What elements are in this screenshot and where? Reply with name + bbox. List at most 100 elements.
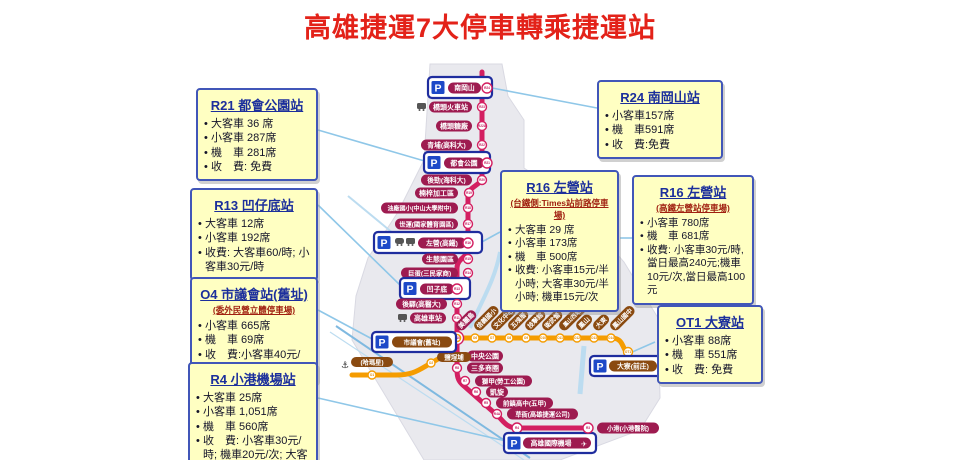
airplane-icon: ✈ (581, 442, 587, 449)
svg-text:R3: R3 (586, 426, 590, 430)
callout-line: 收 費:免費 (605, 138, 715, 153)
callout-line: 收 費: 小客車30元/時; 機車20元/次; 大客車50元/時 (196, 434, 310, 460)
station-label: 獅甲(勞工公園) (481, 376, 525, 385)
callout-line: 大客車 29 席 (508, 224, 611, 238)
station-label: 凹子底 (427, 285, 448, 294)
station-label: 凱旋 (490, 388, 505, 397)
station-label: 橋頭火車站 (433, 103, 468, 112)
svg-text:R22A: R22A (478, 124, 487, 128)
connector-r24 (491, 87, 598, 109)
callout-line: 收 費: 免費 (665, 363, 755, 378)
svg-text:P: P (434, 83, 441, 95)
connector-r21 (317, 129, 429, 163)
page-title: 高雄捷運7大停車轉乘捷運站 (303, 13, 656, 43)
callout-line: 收費: 大客車60/時; 小客車30元/時 (198, 246, 310, 275)
station-label: 草衙(高雄捷運公司) (515, 409, 570, 418)
callout-line: 收 費: 免費 (204, 160, 310, 175)
station-label: 後勁(海科大) (427, 176, 466, 185)
station-kaohsiung-airport: R4 P 高雄國際機場 ✈ (502, 422, 598, 455)
callout-lines: 小客車 88席 機 車 551席 收 費: 免費 (665, 334, 755, 377)
callout-line: 機 車 681席 (640, 230, 746, 244)
station-label: 高雄車站 (414, 314, 442, 323)
station-houyi: 後驛(高醫大) R12 (396, 298, 463, 310)
station-oil-refinery-elementary: 油廠國小(中山大學附中) R18 (381, 202, 474, 214)
park-and-ride-icon: P (430, 80, 446, 95)
station-kaisyuan: R6 凱旋 (470, 386, 508, 398)
callout-lines: 大客車 29 席 小客車 173席 機 車 500席 收費: 小客車15元/半小… (508, 224, 611, 305)
tra-train-icon (406, 238, 415, 246)
svg-text:O1: O1 (370, 373, 374, 377)
svg-text:O11: O11 (557, 336, 563, 340)
svg-text:R23: R23 (479, 105, 485, 109)
station-label: 青埔(高科大) (427, 141, 466, 150)
svg-text:P: P (406, 284, 413, 296)
station-metropolitan-park: P 都會公園 R21 (422, 150, 493, 175)
callout-subtitle: (委外民營立體停車場) (212, 305, 296, 315)
callout-title: O4 市議會站(舊址) (200, 287, 308, 302)
station-label: 油廠國小(中山大學附中) (388, 204, 452, 212)
callout-line: 大客車 12席 (198, 217, 310, 232)
svg-text:R15: R15 (465, 257, 471, 261)
station-label: 左營(高鐵) (425, 239, 458, 248)
svg-text:O7: O7 (490, 336, 494, 340)
park-and-ride-icon: P (506, 435, 522, 451)
callout-line: 小客車 287席 (204, 131, 310, 146)
svg-text:R6: R6 (474, 390, 478, 394)
station-siaogang: R3 小港(小港醫院) (582, 422, 659, 434)
station-aozihdi: P 凹子底 R13 (398, 276, 472, 301)
svg-text:R13: R13 (454, 287, 460, 291)
station-qiaotou-sugar: 橋頭糖廠 R22A (436, 120, 488, 132)
callout-line: 小客車 173席 (508, 237, 611, 251)
svg-text:P: P (380, 238, 387, 250)
callout-lines: 大客車 36 席 小客車 287席 機 車 281席 收 費: 免費 (204, 117, 310, 174)
callout-line: 收費: 小客車15元/半小時; 大客車30元/半小時; 機車15元/次 (508, 264, 611, 304)
station-label: 橋頭糖廠 (440, 122, 469, 131)
svg-text:R21: R21 (484, 161, 490, 165)
train-icon (398, 314, 407, 322)
connector-ot1 (629, 341, 656, 354)
callout-line: 機 車 500席 (508, 251, 611, 265)
callout-line: 機 車 69席 (198, 333, 310, 348)
callout-title: R4 小港機場站 (210, 372, 296, 387)
callout-title: R21 都會公園站 (210, 98, 304, 113)
station-shihjia: R7 獅甲(勞工公園) (459, 375, 532, 387)
svg-text:OT1: OT1 (625, 350, 631, 354)
station-sanduo: R8 三多商圈 (451, 362, 503, 374)
park-and-ride-icon: P (402, 281, 418, 296)
callout-r16-hsr: R16 左營站 (高鐵左營站停車場) 小客車 780席 機 車 681席 收費:… (632, 175, 754, 305)
svg-text:R18: R18 (465, 206, 471, 210)
svg-text:P: P (510, 438, 517, 450)
svg-text:O13: O13 (591, 336, 597, 340)
station-houjing: 後勁(海科大) R20 (421, 174, 488, 186)
svg-text:R10: R10 (454, 336, 460, 340)
svg-text:O9: O9 (524, 336, 528, 340)
station-label: 都會公園 (449, 159, 477, 168)
svg-text:R24: R24 (484, 86, 490, 90)
callout-r21: R21 都會公園站 大客車 36 席 小客車 287席 機 車 281席 收 費… (196, 88, 318, 182)
callout-lines: 大客車 12席 小客車 192席 收費: 大客車60/時; 小客車30元/時 (198, 217, 310, 274)
station-label: 高雄國際機場 (531, 439, 572, 448)
station-hamasen: ⚓ (哈瑪星) O1 (341, 357, 393, 380)
svg-text:R5: R5 (484, 401, 488, 405)
callout-title: OT1 大寮站 (676, 315, 744, 330)
callout-line: 小客車157席 (605, 109, 715, 124)
callout-title: R24 南岡山站 (620, 90, 700, 105)
station-qiaotou-rail: 橋頭火車站 R23 (417, 101, 488, 113)
callout-line: 機 車 560席 (196, 420, 310, 435)
callout-line: 小客車 780席 (640, 217, 746, 231)
station-label: 鹽埕埔 (444, 353, 464, 362)
callout-r4: R4 小港機場站 大客車 25席 小客車 1,051席 機 車 560席 收 費… (188, 362, 318, 460)
station-label: 三多商圈 (471, 364, 499, 373)
station-arena: 巨蛋(三民家商) R14 (401, 267, 474, 279)
callout-lines: 小客車 780席 機 車 681席 收費: 小客車30元/時,當日最高240元;… (640, 217, 746, 298)
svg-text:P: P (378, 337, 385, 349)
callout-line: 小客車 88席 (665, 334, 755, 349)
callout-lines: 小客車157席 機 車591席 收 費:免費 (605, 109, 715, 152)
callout-subtitle: (高鐵左營站停車場) (656, 203, 730, 213)
station-label: 巨蛋(三民家商) (408, 268, 451, 277)
station-label: (哈瑪星) (360, 358, 383, 367)
station-qingpu: 青埔(高科大) R22 (421, 139, 488, 151)
svg-text:O2: O2 (429, 361, 433, 365)
park-and-ride-icon: P (592, 358, 608, 374)
